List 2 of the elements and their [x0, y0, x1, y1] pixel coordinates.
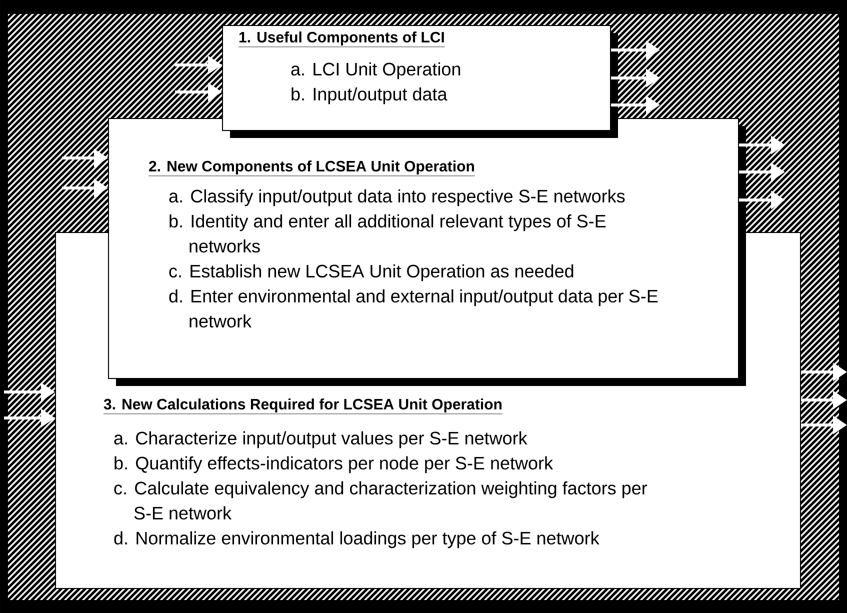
text-box: 2. New Components of LCSEA Unit Operation a. Classify input/output data into respective S-E networks b. Identity and enter all additional relevant types of S-E networks c. Establish new LCSEA Unit Operation as needed d. Enter environmental and external input/output data per S-E network: [108, 118, 746, 386]
text-box: 1. Useful Components of LCI a. LCI Unit Operation b. Input/output data: [222, 25, 618, 138]
